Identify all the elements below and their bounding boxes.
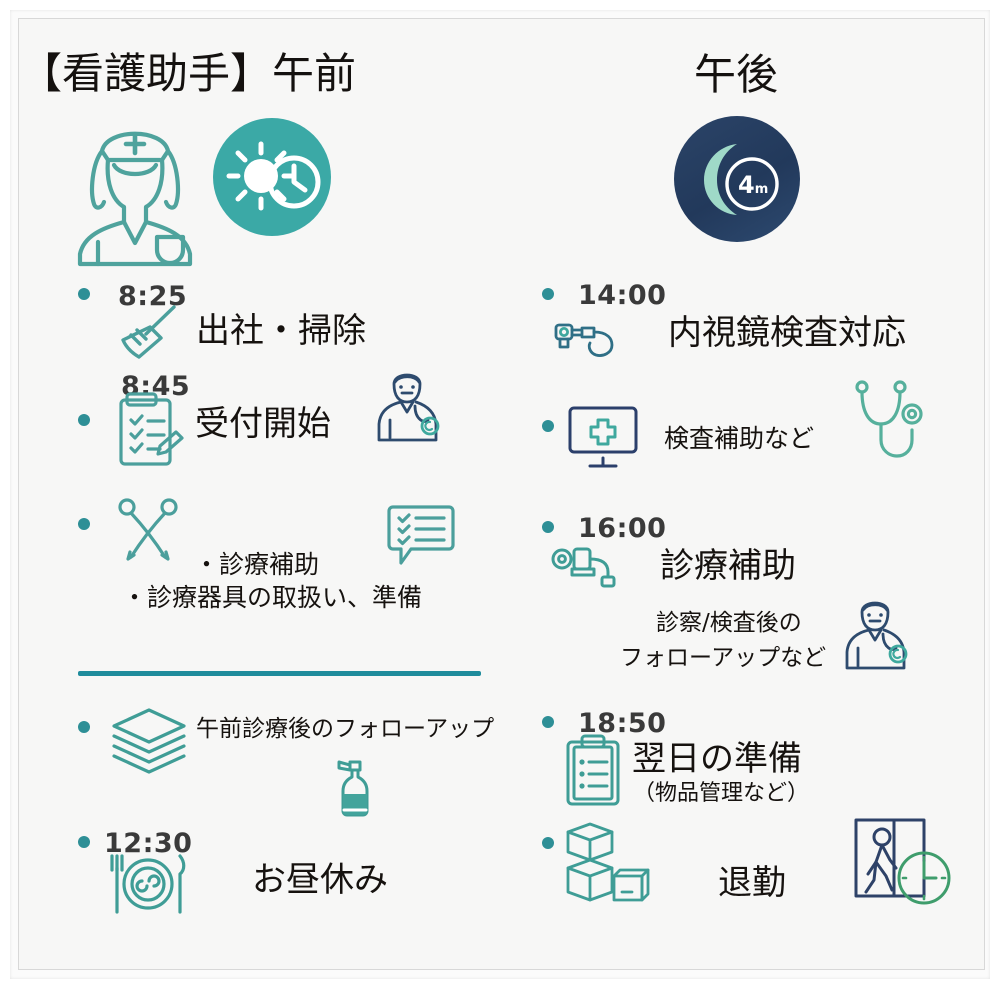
label-pm-3: 診療補助	[660, 546, 796, 586]
afternoon-title: 午後	[694, 50, 779, 99]
label-pm-3b: 診察/検査後の	[656, 610, 802, 636]
clipboard-checklist-icon	[114, 390, 184, 470]
label-am-3a: ・診療補助	[194, 550, 320, 579]
time-pm-1: 14:00	[578, 280, 667, 311]
moon-badge-number: 4	[738, 171, 755, 199]
doctor-icon	[370, 362, 448, 444]
time-pm-3: 16:00	[578, 513, 667, 544]
bullet-am-2	[78, 414, 90, 426]
bullet-am-4	[78, 721, 90, 733]
sun-clock-badge-icon	[213, 118, 331, 236]
spray-bottle-icon	[330, 756, 380, 818]
label-am-4: 午前診療後のフォローアップ	[196, 716, 495, 742]
morning-title: 【看護助手】午前	[20, 49, 357, 98]
faucet-icon	[550, 543, 630, 595]
afternoon-column: 午後 4m 14:00	[500, 0, 1000, 989]
boxes-icon	[564, 820, 650, 902]
stethoscope-icon	[852, 378, 934, 466]
label-am-5: お昼休み	[252, 860, 388, 900]
bullet-am-5	[78, 836, 90, 848]
section-divider	[78, 671, 481, 676]
moon-badge-value: 4m	[738, 171, 768, 199]
checklist-speech-bubble-icon	[385, 497, 457, 569]
bullet-am-1	[78, 288, 90, 300]
label-am-2: 受付開始	[195, 404, 331, 444]
bullet-pm-3	[542, 521, 554, 533]
exit-person-clock-icon	[852, 816, 956, 910]
doctor-icon-pm	[838, 590, 916, 672]
stacked-papers-icon	[108, 706, 190, 778]
nurse-icon	[62, 104, 208, 267]
moon-badge-icon: 4m	[674, 116, 800, 242]
label-pm-3c: フォローアップなど	[620, 645, 827, 671]
clipboard-icon	[563, 733, 625, 808]
label-pm-1: 内視鏡検査対応	[668, 313, 906, 353]
bullet-am-3	[78, 518, 90, 530]
label-am-1: 出社・掃除	[196, 311, 366, 351]
endoscope-icon	[552, 318, 630, 360]
cutlery-plate-icon	[104, 848, 192, 920]
label-pm-2: 検査補助など	[664, 424, 815, 453]
bullet-pm-5	[542, 837, 554, 849]
broom-icon	[112, 303, 184, 361]
label-pm-5: 退勤	[718, 863, 786, 903]
label-pm-4b: （物品管理など）	[633, 781, 810, 806]
label-pm-4: 翌日の準備	[632, 739, 802, 779]
time-pm-4: 18:50	[578, 708, 667, 739]
time-am-5: 12:30	[104, 828, 193, 859]
moon-badge-unit: m	[754, 182, 769, 197]
morning-column: 【看護助手】午前	[20, 49, 495, 920]
bullet-pm-4	[542, 716, 554, 728]
label-am-3b: ・診療器具の取扱い、準備	[122, 583, 423, 612]
bullet-pm-1	[542, 288, 554, 300]
crossed-instruments-icon	[112, 495, 184, 567]
bullet-pm-2	[542, 420, 554, 432]
monitor-medical-icon	[566, 404, 642, 468]
